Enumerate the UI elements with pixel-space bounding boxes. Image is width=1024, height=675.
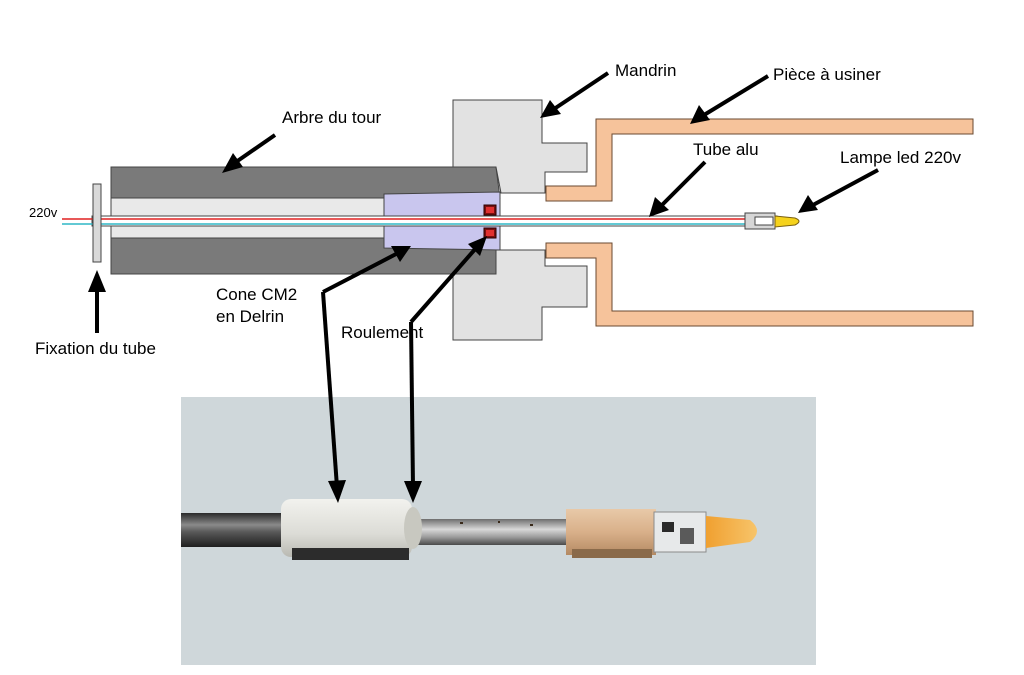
photo-cone-shadow — [292, 548, 409, 560]
chuck — [452, 99, 588, 341]
photo-rod — [181, 513, 289, 547]
photo-delrin-cone — [281, 499, 412, 557]
label-arbre: Arbre du tour — [282, 108, 382, 127]
photo-panel — [181, 397, 816, 665]
photo-wood-shadow — [572, 549, 652, 558]
label-roulement: Roulement — [341, 323, 423, 342]
label-lampe: Lampe led 220v — [840, 148, 961, 167]
bearing-icon — [483, 204, 497, 239]
label-cone-line2: en Delrin — [216, 307, 284, 326]
workpiece — [545, 118, 974, 327]
led-bulb — [774, 215, 800, 228]
label-voltage: 220v — [29, 205, 58, 220]
label-mandrin: Mandrin — [615, 61, 676, 80]
label-piece: Pièce à usiner — [773, 65, 881, 84]
alu-tube — [62, 212, 800, 230]
photo-rod-right — [405, 519, 575, 545]
photo-bearing — [404, 507, 422, 549]
label-tube: Tube alu — [693, 140, 759, 159]
label-cone-line1: Cone CM2 — [216, 285, 297, 304]
arrow-icon — [88, 71, 879, 503]
fixation-plate — [92, 183, 102, 263]
photo-wood-holder — [566, 509, 656, 555]
led-lamp-icon — [653, 511, 757, 553]
label-fixation: Fixation du tube — [35, 339, 156, 358]
